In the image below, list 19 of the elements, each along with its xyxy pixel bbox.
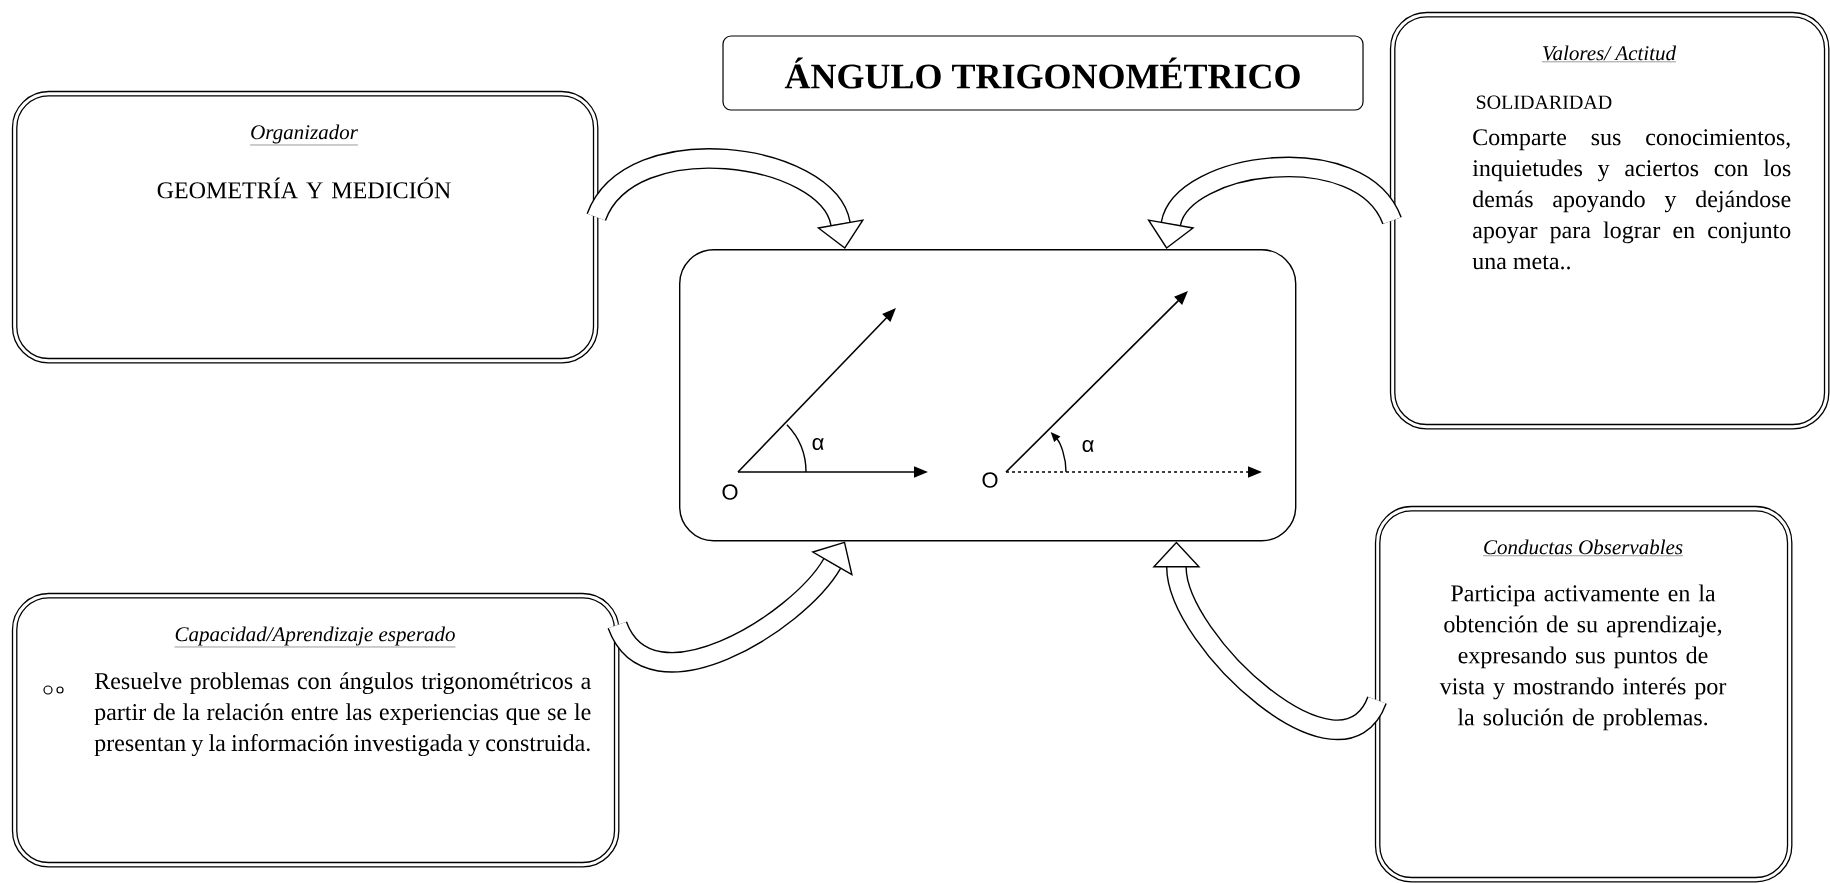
point-label: α	[1082, 440, 1094, 453]
curved-arrow	[587, 148, 865, 249]
curved-arrow	[1152, 541, 1386, 740]
box-heading: Valores/ Actitud	[1541, 45, 1677, 62]
figure-box	[679, 249, 1297, 542]
box-text: Comparte sus conocimientos, inquietudes y aciertos con los demás apoyando y dejándose apoyar para lograr en conjunto una meta..	[1472, 129, 1791, 270]
curved-arrow	[608, 541, 853, 673]
point-label: O	[982, 472, 998, 488]
box-text: SOLIDARIDAD	[1476, 95, 1612, 109]
title-box: ÁNGULO TRIGONOMÉTRICO	[722, 35, 1364, 111]
box-heading: Capacidad/Aprendizaje esperado	[174, 626, 456, 648]
point-label: α	[812, 438, 824, 451]
point-label: O	[722, 484, 738, 500]
box-text: GEOMETRÍA Y MEDICIÓN	[157, 177, 451, 199]
box-heading: Organizador	[249, 124, 359, 146]
box-text: Participa activamente en la obtención de su aprendizaje, expresando sus puntos de vista y mostrando interés por la solución de problemas.	[1439, 584, 1727, 731]
box-text: Resuelve problemas con ángulos trigonométricos a partir de la relación entre las experiencias que se le presentan y la información investigada y construida.	[94, 672, 591, 757]
box-heading: Conductas Observables	[1482, 539, 1684, 556]
curved-arrow	[1147, 156, 1402, 249]
